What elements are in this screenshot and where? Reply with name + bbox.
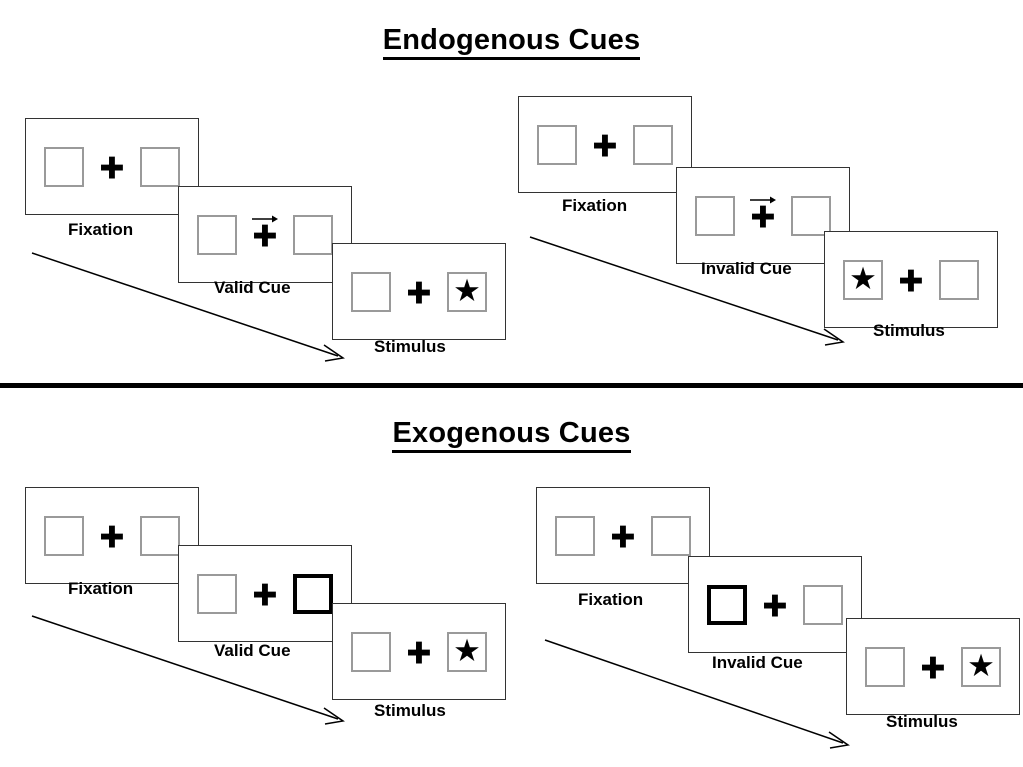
panel-content: ★ ✚ ★: [333, 604, 505, 699]
panel-content: ★ ✚ ★: [519, 97, 691, 192]
panel-content: ★ ✚ ★: [825, 232, 997, 327]
panel-exogenous-valid-cue: ★ ✚ ★: [178, 545, 352, 642]
caption-exogenous-invalid-fixation: Fixation: [578, 590, 644, 609]
fixation-plus-icon: ✚: [750, 199, 776, 235]
right-box: ★: [447, 271, 487, 312]
right-box: ★: [939, 259, 979, 300]
section-title-exogenous: Exogenous Cues: [0, 417, 1023, 453]
left-box: ★: [197, 573, 237, 614]
left-box: ★: [555, 515, 595, 556]
right-box: ★: [140, 146, 180, 187]
panel-content: ★ ✚ ★: [333, 244, 505, 339]
panel-endogenous-valid-fixation: ★ ✚ ★: [25, 118, 199, 215]
fixation-plus-icon: ✚: [99, 150, 125, 186]
section-title-endogenous-text: Endogenous Cues: [382, 24, 641, 60]
panel-content: ★ ✚ ★: [26, 488, 198, 583]
left-box: ★: [44, 146, 84, 187]
time-flow-arrow-exogenous-invalid: [544, 639, 850, 749]
panel-endogenous-valid-stimulus: ★ ✚ ★: [332, 243, 506, 340]
left-box: ★: [351, 271, 391, 312]
time-flow-arrow-exogenous-valid: [31, 615, 345, 725]
fixation-plus-icon: ✚: [406, 275, 432, 311]
fixation-plus-icon: ✚: [252, 218, 278, 254]
right-box: ★: [293, 214, 333, 255]
fixation-plus-icon: ✚: [920, 650, 946, 686]
center-mark: ✚: [248, 571, 282, 617]
panel-content: ★ ✚ ★: [847, 619, 1019, 714]
left-box: ★: [843, 259, 883, 300]
panel-endogenous-invalid-fixation: ★ ✚ ★: [518, 96, 692, 193]
fixation-plus-icon: ✚: [252, 577, 278, 613]
left-box: ★: [351, 631, 391, 672]
center-mark: ✚: [402, 269, 436, 315]
panel-content: ★ ✚ ★: [677, 168, 849, 263]
center-mark: ✚: [95, 513, 129, 559]
panel-exogenous-invalid-fixation: ★ ✚ ★: [536, 487, 710, 584]
left-box: ★: [537, 124, 577, 165]
time-flow-arrow-endogenous-invalid: [529, 236, 845, 346]
caption-endogenous-invalid-stimulus: Stimulus: [873, 321, 945, 340]
right-box: ★: [651, 515, 691, 556]
right-box: ★: [447, 631, 487, 672]
panel-exogenous-invalid-stimulus: ★ ✚ ★: [846, 618, 1020, 715]
right-box-highlighted: ★: [293, 573, 333, 614]
center-mark: ✚: [606, 513, 640, 559]
center-mark: ✚: [248, 212, 282, 258]
center-mark: ✚: [894, 257, 928, 303]
caption-exogenous-invalid-stimulus: Stimulus: [886, 712, 958, 731]
left-box-highlighted: ★: [707, 584, 747, 625]
panel-exogenous-invalid-cue: ★ ✚ ★: [688, 556, 862, 653]
panel-exogenous-valid-fixation: ★ ✚ ★: [25, 487, 199, 584]
panel-content: ★ ✚ ★: [179, 546, 351, 641]
caption-exogenous-invalid-cue: Invalid Cue: [712, 653, 803, 672]
time-flow-arrow-endogenous-valid: [31, 252, 345, 362]
right-box: ★: [791, 195, 831, 236]
panel-content: ★ ✚ ★: [689, 557, 861, 652]
section-title-exogenous-text: Exogenous Cues: [392, 417, 631, 453]
center-mark: ✚: [95, 144, 129, 190]
caption-exogenous-valid-fixation: Fixation: [68, 579, 134, 598]
caption-exogenous-valid-stimulus: Stimulus: [374, 701, 446, 720]
left-box: ★: [865, 646, 905, 687]
caption-endogenous-valid-stimulus: Stimulus: [374, 337, 446, 356]
star-icon: ★: [453, 272, 481, 308]
star-icon: ★: [849, 260, 877, 296]
right-box: ★: [140, 515, 180, 556]
center-mark: ✚: [916, 644, 950, 690]
cue-arrow-icon: [252, 215, 278, 222]
left-box: ★: [44, 515, 84, 556]
caption-endogenous-invalid-fixation: Fixation: [562, 196, 628, 215]
section-divider: [0, 383, 1023, 388]
caption-endogenous-valid-cue: Valid Cue: [214, 278, 291, 297]
panel-endogenous-invalid-stimulus: ★ ✚ ★: [824, 231, 998, 328]
caption-endogenous-valid-fixation: Fixation: [68, 220, 134, 239]
fixation-plus-icon: ✚: [406, 635, 432, 671]
center-mark: ✚: [746, 193, 780, 239]
star-icon: ★: [967, 647, 995, 683]
right-box: ★: [633, 124, 673, 165]
panel-content: ★ ✚ ★: [179, 187, 351, 282]
caption-exogenous-valid-cue: Valid Cue: [214, 641, 291, 660]
right-box: ★: [803, 584, 843, 625]
panel-content: ★ ✚ ★: [26, 119, 198, 214]
left-box: ★: [197, 214, 237, 255]
left-box: ★: [695, 195, 735, 236]
fixation-plus-icon: ✚: [592, 128, 618, 164]
panel-endogenous-valid-cue: ★ ✚ ★: [178, 186, 352, 283]
panel-exogenous-valid-stimulus: ★ ✚ ★: [332, 603, 506, 700]
caption-endogenous-invalid-cue: Invalid Cue: [701, 259, 792, 278]
center-mark: ✚: [402, 629, 436, 675]
panel-endogenous-invalid-cue: ★ ✚ ★: [676, 167, 850, 264]
center-mark: ✚: [588, 122, 622, 168]
fixation-plus-icon: ✚: [610, 519, 636, 555]
panel-content: ★ ✚ ★: [537, 488, 709, 583]
cue-arrow-icon: [750, 196, 776, 203]
fixation-plus-icon: ✚: [99, 519, 125, 555]
fixation-plus-icon: ✚: [762, 588, 788, 624]
fixation-plus-icon: ✚: [898, 263, 924, 299]
section-title-endogenous: Endogenous Cues: [0, 24, 1023, 60]
center-mark: ✚: [758, 582, 792, 628]
right-box: ★: [961, 646, 1001, 687]
star-icon: ★: [453, 632, 481, 668]
